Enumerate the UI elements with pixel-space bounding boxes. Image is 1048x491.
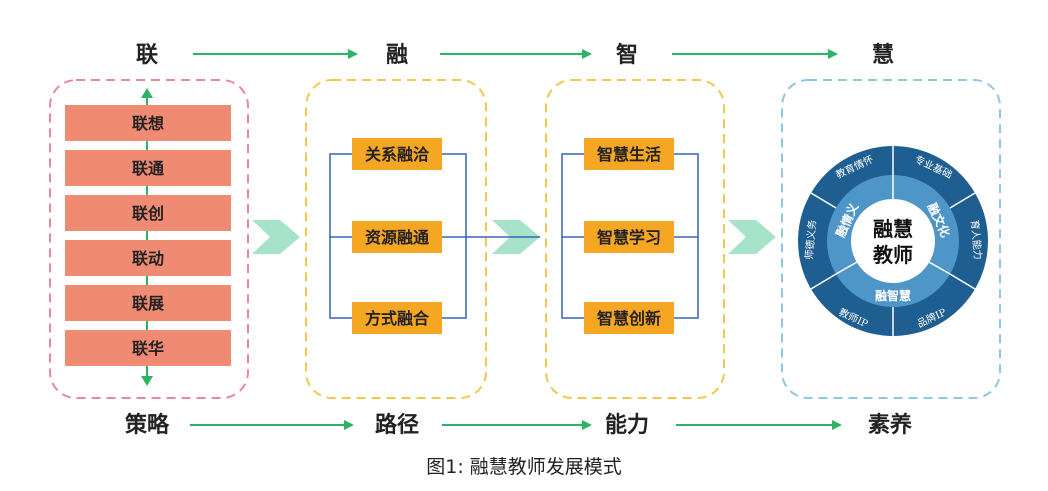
ring-diagram: 融慧 教师 融情义 融文化 融智慧 教育情怀 专业基础 育人能力 品牌IP 教师… [798, 146, 988, 336]
col3-box [584, 302, 674, 334]
col3-box [584, 138, 674, 170]
center-circle [851, 199, 935, 283]
col1-box-label: 联通 [132, 159, 164, 178]
panel-literacy [781, 79, 1001, 399]
outer-ring-label: 育人能力 [968, 219, 984, 260]
outer-ring-label: 师德义务 [802, 219, 818, 260]
col1-arrow-down-icon [141, 376, 153, 386]
top-label-rong: 融 [386, 42, 408, 68]
col2-box [352, 138, 442, 170]
col3-bracket-left [561, 153, 584, 319]
panel-strategy [49, 79, 249, 399]
ring-divider [810, 273, 837, 290]
col1-box-label: 联展 [132, 294, 165, 313]
ring-divider [835, 261, 858, 275]
bottom-label-strategy: 策略 [125, 412, 170, 438]
col1-box [65, 285, 231, 321]
chevron-icon [728, 220, 776, 254]
center-label: 教师 [873, 243, 913, 267]
col1-box-label: 联想 [132, 114, 164, 133]
col1-box [65, 330, 231, 366]
col2-box [352, 302, 442, 334]
col1-box-label: 联动 [132, 249, 164, 268]
panel-ability [545, 79, 725, 399]
ring-divider [810, 192, 837, 209]
top-label-lian: 联 [136, 42, 158, 68]
col3-bracket-right [674, 153, 699, 319]
col2-box [352, 221, 442, 253]
ring-divider [949, 192, 976, 209]
col1-box [65, 150, 231, 186]
top-label-hui: 慧 [872, 42, 894, 68]
ring-divider [949, 273, 976, 290]
inner-ring-label: 融智慧 [875, 288, 911, 303]
col2-box-label: 方式融合 [365, 309, 430, 328]
bottom-label-ability: 能力 [605, 412, 649, 438]
col2-box-label: 资源融通 [365, 228, 429, 247]
center-label: 融慧 [873, 217, 913, 241]
chevron-icon [252, 220, 300, 254]
col1-box [65, 240, 231, 276]
col3-box-label: 智慧创新 [597, 309, 661, 328]
top-label-zhi: 智 [616, 42, 638, 68]
col3-box [584, 221, 674, 253]
col2-bracket-left [329, 153, 352, 319]
col1-arrow-up-icon [141, 88, 153, 98]
bottom-label-literacy: 素养 [868, 412, 912, 438]
col1-box [65, 195, 231, 231]
col2-bracket-right [442, 153, 467, 319]
col1-box-label: 联华 [132, 339, 164, 358]
panel-path [305, 79, 487, 399]
col3-box-label: 智慧生活 [597, 145, 661, 164]
bottom-label-path: 路径 [375, 412, 419, 438]
col2-box-label: 关系融洽 [365, 145, 430, 164]
figure-caption: 图1: 融慧教师发展模式 [426, 456, 622, 478]
col1-box [65, 105, 231, 141]
col1-box-label: 联创 [132, 204, 164, 223]
col3-box-label: 智慧学习 [597, 228, 661, 247]
ring-divider [928, 261, 951, 275]
